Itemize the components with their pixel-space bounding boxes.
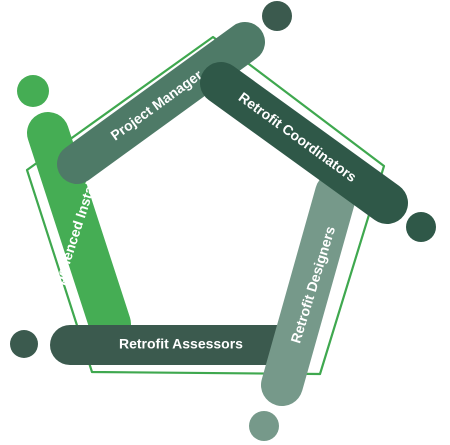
role-dot-retrofit-assessors (10, 330, 38, 358)
role-bar-project-manager (57, 22, 265, 184)
role-dot-experienced-installers (17, 75, 49, 107)
role-label-retrofit-coordinators: Retrofit Coordinators (236, 89, 360, 185)
role-label-retrofit-assessors: Retrofit Assessors (119, 336, 243, 352)
role-dot-retrofit-coordinators (406, 212, 436, 242)
role-dot-retrofit-designers (249, 411, 279, 441)
role-bar-retrofit-designers (261, 172, 357, 406)
role-band-retrofit-designers: Retrofit Designers (249, 172, 357, 441)
role-band-project-manager: Project Manager (57, 1, 292, 184)
role-band-retrofit-assessors: Retrofit Assessors (10, 325, 303, 365)
role-dot-project-manager (262, 1, 292, 31)
role-bar-retrofit-coordinators (200, 62, 408, 224)
role-band-experienced-installers: Experienced Installers (17, 75, 131, 345)
